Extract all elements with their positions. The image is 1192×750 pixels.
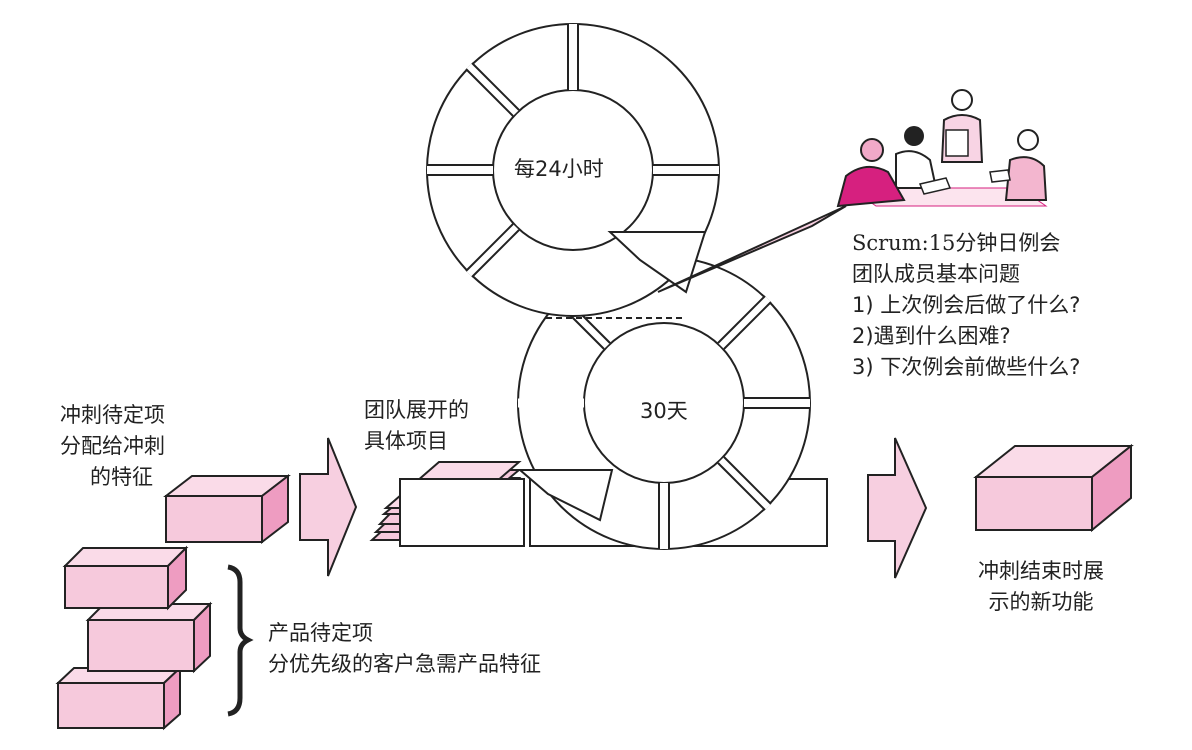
sprint-cycle-label: 30天 (640, 399, 688, 423)
daily-cycle-ring (426, 23, 720, 317)
flow-arrow-2 (867, 437, 928, 579)
scrum-question: 3) 下次例会前做些什么? (852, 355, 1081, 379)
daily-cycle-label: 每24小时 (514, 157, 604, 181)
increment-label: 冲刺结束时展 示的新功能 (978, 556, 1104, 618)
backlog-box (55, 665, 183, 731)
sprint-backlog-line: 的特征 (90, 465, 153, 489)
backlog-box (62, 545, 189, 611)
sprint-backlog-line: 冲刺待定项 (60, 403, 165, 427)
product-backlog-label: 产品待定项 分优先级的客户急需产品特征 (268, 618, 541, 680)
product-backlog-boxes (55, 473, 291, 731)
sprint-backlog-line: 分配给冲刺 (60, 434, 165, 458)
sprint-cycle-ring (517, 256, 811, 550)
team-tasks-label: 团队展开的 具体项目 (364, 395, 469, 457)
scrum-title: Scrum:15分钟日例会 (852, 231, 1061, 255)
increment-line: 冲刺结束时展 (978, 559, 1104, 583)
product-backlog-line: 产品待定项 (268, 621, 373, 645)
team-tasks-line: 具体项目 (364, 429, 448, 453)
team-meeting-illustration (836, 89, 1048, 208)
backlog-brace (227, 564, 254, 717)
backlog-box (85, 601, 213, 674)
increment-line: 示的新功能 (988, 590, 1094, 614)
flow-arrow-1 (299, 437, 358, 577)
product-backlog-line: 分优先级的客户急需产品特征 (268, 652, 541, 676)
scrum-question: 1) 上次例会后做了什么? (852, 293, 1081, 317)
sprint-backlog-box (163, 473, 291, 545)
sprint-backlog-label: 冲刺待定项 分配给冲刺 的特征 (60, 400, 165, 493)
scrum-meeting-text: Scrum:15分钟日例会 团队成员基本问题 1) 上次例会后做了什么? 2)遇… (852, 228, 1080, 383)
scrum-question: 2)遇到什么困难? (852, 324, 1011, 348)
increment-box (973, 443, 1134, 533)
team-tasks-line: 团队展开的 (364, 398, 469, 422)
callout-wedge (657, 205, 847, 293)
scrum-subtitle: 团队成员基本问题 (852, 262, 1020, 286)
